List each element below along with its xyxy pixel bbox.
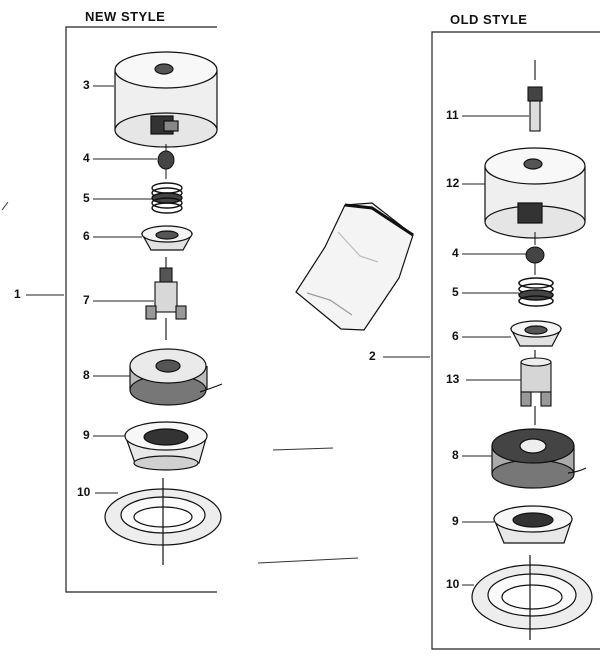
callout-old: 12: [446, 176, 460, 190]
callout-old: 6: [452, 329, 459, 343]
part-9-outer-cup: [124, 421, 208, 471]
part-7-adapter: [145, 257, 187, 340]
callout-old: 4: [452, 246, 459, 260]
callout-new: 4: [83, 151, 90, 165]
stray-mark: [272, 447, 334, 451]
part-8-line-spool: [129, 348, 223, 406]
callout-new: 5: [83, 191, 90, 205]
assembly-label-old: 2: [369, 349, 376, 363]
callout-new: 7: [83, 293, 90, 307]
part-5-spring: [151, 182, 183, 214]
new-style-header: NEW STYLE: [85, 9, 166, 24]
part-6-cup-old: [510, 320, 562, 347]
part-10-retainer-ring-old: [471, 555, 593, 640]
new-leaders: [93, 85, 157, 494]
part-4-nut-old: [525, 232, 545, 275]
line-bag-illustration: [295, 202, 414, 331]
callout-new: 8: [83, 368, 90, 382]
callout-old: 5: [452, 285, 459, 299]
old-leaders: [462, 115, 529, 586]
part-5-spring-old: [518, 277, 554, 307]
part-12-spool-cover: [484, 147, 586, 239]
old-style-header: OLD STYLE: [450, 12, 528, 27]
part-8-line-spool-old: [491, 428, 587, 489]
stray-mark: [257, 557, 359, 564]
callout-old: 11: [446, 108, 459, 122]
part-9-outer-cup-old: [493, 505, 573, 544]
callout-new: 3: [83, 78, 90, 92]
callout-old: 8: [452, 448, 459, 462]
assembly-label-new: 1: [14, 287, 21, 301]
part-3-spool-cover: [114, 51, 218, 148]
new-style-frame: [65, 26, 217, 593]
callout-old: 9: [452, 514, 459, 528]
part-4-nut: [157, 144, 175, 179]
stray-mark: [1, 201, 9, 211]
callout-old: 13: [446, 372, 460, 386]
old-style-frame: [431, 31, 600, 650]
part-13-adapter: [520, 350, 552, 425]
part-6-cup: [140, 225, 194, 251]
part-11-bolt: [527, 60, 543, 132]
callout-new: 9: [83, 428, 90, 442]
callout-new: 6: [83, 229, 90, 243]
callout-old: 10: [446, 577, 460, 591]
callout-new: 10: [77, 485, 91, 499]
part-10-retainer-ring: [104, 478, 222, 565]
